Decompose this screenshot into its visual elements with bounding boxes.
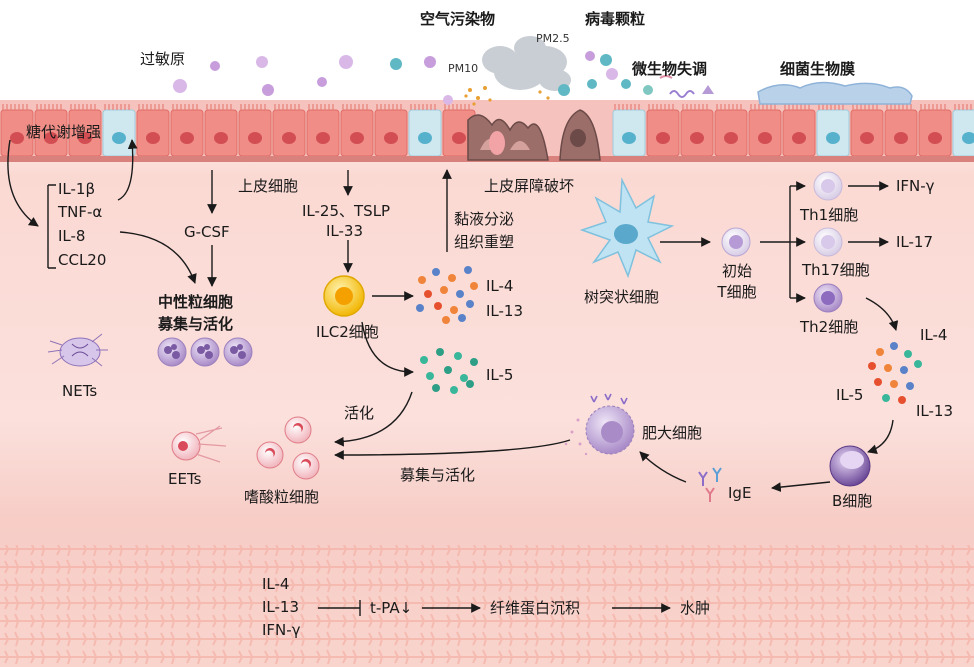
eosinophils — [256, 416, 320, 480]
label-virus-particles: 病毒颗粒 — [585, 10, 646, 28]
biofilm — [757, 81, 913, 105]
cytokine-ccl20: CCL20 — [58, 251, 107, 269]
label-il25-tslp: IL-25、TSLP — [302, 202, 391, 220]
label-allergen: 过敏原 — [140, 50, 186, 68]
label-pm25: PM2.5 — [536, 32, 570, 45]
label-ige: IgE — [728, 484, 752, 502]
label-nets: NETs — [62, 382, 98, 400]
label-gcsf: G-CSF — [184, 223, 230, 241]
label-pm10: PM10 — [448, 62, 479, 75]
barrier-break — [467, 109, 601, 161]
label-air-pollutants: 空气污染物 — [420, 10, 496, 28]
label-eosinophil: 嗜酸粒细胞 — [244, 488, 320, 506]
label-barrier-damage: 上皮屏障破坏 — [484, 177, 575, 195]
neutrophils — [157, 337, 253, 367]
label-glycolysis: 糖代谢增强 — [26, 123, 102, 141]
label-dendritic-cell: 树突状细胞 — [584, 288, 660, 306]
label-edema: 水肿 — [680, 599, 711, 617]
bottom-arrows — [318, 600, 671, 616]
cytokine-tnfa: TNF-α — [58, 203, 103, 221]
bottom-cytokine-il13: IL-13 — [262, 598, 300, 616]
label-naive-2: T细胞 — [717, 283, 757, 301]
dendritic-cell — [579, 177, 675, 279]
bottom-cytokine-il4: IL-4 — [262, 575, 290, 593]
label-fibrin: 纤维蛋白沉积 — [490, 599, 581, 617]
pm-particles — [464, 86, 550, 106]
label-b-cell: B细胞 — [832, 492, 873, 510]
cytokine-il1b: IL-1β — [58, 180, 96, 198]
il4-il13-dots — [416, 266, 478, 324]
label-microbial-dysbiosis: 微生物失调 — [632, 60, 708, 78]
label-naive-1: 初始 — [721, 262, 752, 280]
th17-cell — [813, 227, 843, 257]
label-activation: 活化 — [344, 404, 375, 422]
label-ifn-g: IFN-γ — [896, 177, 935, 195]
label-th1: Th1细胞 — [800, 206, 859, 224]
label-center-il4: IL-4 — [486, 277, 514, 295]
label-il33: IL-33 — [326, 222, 364, 240]
eets-graphic — [171, 425, 227, 463]
label-tpa: t-PA↓ — [370, 599, 413, 617]
naive-t-cell — [721, 227, 751, 257]
mast-cell-graphic — [564, 393, 635, 456]
label-ilc2: ILC2细胞 — [316, 323, 379, 341]
left-arrows — [7, 139, 571, 460]
label-mucus-secretion: 黏液分泌 — [454, 210, 515, 228]
th2-cytokine-dots — [868, 342, 922, 404]
th1-cell — [813, 171, 843, 201]
label-tissue-remodeling: 组织重塑 — [454, 233, 515, 251]
il5-dots — [420, 348, 478, 394]
label-neutrophil: 中性粒细胞 — [158, 293, 234, 311]
label-right-il5: IL-5 — [836, 386, 864, 404]
cytokine-il8: IL-8 — [58, 227, 86, 245]
label-center-il5: IL-5 — [486, 366, 514, 384]
ilc2-cell — [323, 275, 365, 317]
label-recruit-activate: 募集与活化 — [400, 466, 476, 484]
b-cell-graphic — [829, 445, 871, 487]
label-right-il13: IL-13 — [916, 402, 954, 420]
virus-particles — [390, 54, 631, 96]
label-th2: Th2细胞 — [800, 318, 859, 336]
label-right-il4: IL-4 — [920, 326, 948, 344]
label-bacterial-biofilm: 细菌生物膜 — [780, 60, 856, 78]
label-mast-cell: 肥大细胞 — [642, 424, 703, 442]
bottom-cytokine-ifng: IFN-γ — [262, 621, 301, 639]
label-neutrophil-recruit: 募集与活化 — [158, 315, 234, 333]
nets-graphic — [47, 333, 108, 367]
label-eets: EETs — [168, 470, 202, 488]
label-th17: Th17细胞 — [802, 261, 870, 279]
ige-antibodies — [698, 467, 722, 502]
label-il17: IL-17 — [896, 233, 934, 251]
allergen-particles — [173, 51, 618, 105]
label-center-il13: IL-13 — [486, 302, 524, 320]
th2-cell — [813, 283, 843, 313]
label-epithelial-cell: 上皮细胞 — [238, 177, 299, 195]
right-arrows — [639, 181, 899, 492]
fibrous-tissue — [0, 545, 974, 667]
pollution-cloud — [482, 36, 571, 91]
microbes — [643, 75, 714, 98]
